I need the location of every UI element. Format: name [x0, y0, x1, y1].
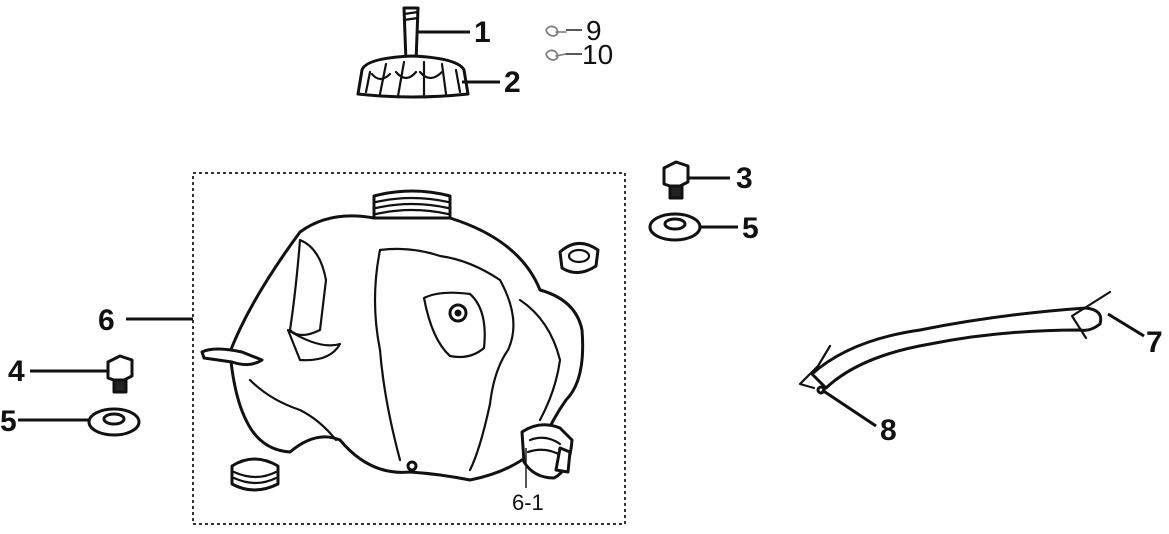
callout-9: 9	[586, 15, 602, 46]
callout-5-lower: 5	[0, 405, 17, 438]
bolt-part-4	[106, 354, 134, 394]
leader-lines	[18, 29, 1145, 488]
breather-tube-part	[402, 6, 420, 64]
grommet-upper	[558, 242, 600, 274]
fuel-valve-part	[520, 423, 574, 480]
clip-part-9	[545, 25, 567, 37]
callout-5-upper: 5	[742, 212, 759, 245]
fuel-tank-part	[200, 189, 585, 482]
fuel-cap-part	[356, 54, 470, 99]
grommet-lower	[230, 457, 280, 492]
callout-6: 6	[98, 304, 115, 337]
callout-4: 4	[8, 355, 25, 388]
washer-part-5-lower	[87, 407, 141, 437]
callout-7: 7	[1146, 326, 1163, 359]
fuel-hose-part	[798, 290, 1112, 395]
callout-1: 1	[474, 16, 491, 49]
callout-3: 3	[736, 162, 753, 195]
clip-part-10	[545, 49, 567, 61]
tank-assembly-frame	[192, 172, 626, 525]
callout-2: 2	[504, 66, 521, 99]
callout-6-1: 6-1	[512, 490, 544, 515]
washer-part-5-upper	[648, 212, 702, 242]
callout-10: 10	[582, 39, 613, 70]
callout-8: 8	[880, 414, 897, 447]
bolt-part-3	[662, 160, 690, 200]
